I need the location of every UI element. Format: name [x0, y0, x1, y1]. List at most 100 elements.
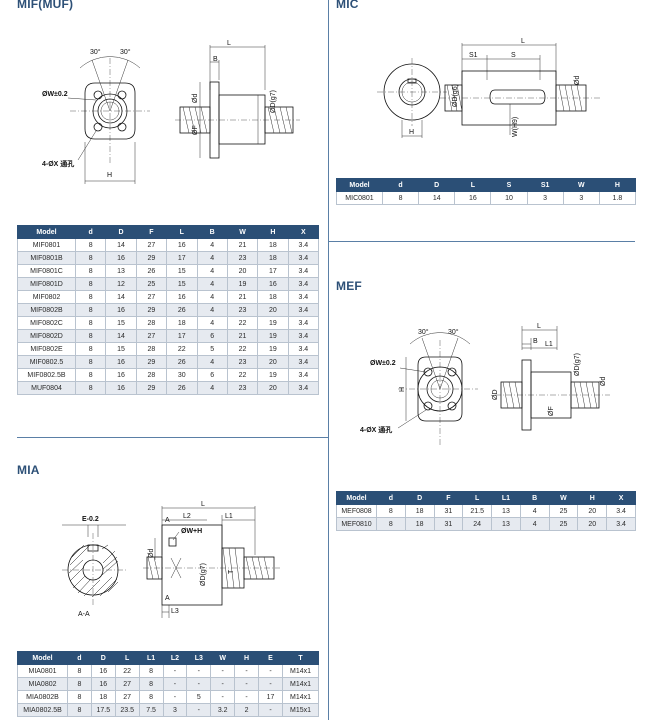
mef-col-header: D: [404, 491, 435, 505]
value-cell: 18: [404, 504, 435, 518]
mef-col-header: d: [376, 491, 406, 505]
value-cell: 28: [135, 368, 168, 382]
mef-flange-dia-label: ØF: [548, 406, 555, 416]
section-title-mic: MIC: [336, 0, 359, 11]
value-cell: 18: [90, 690, 116, 704]
mia-section-label: A-A: [78, 611, 90, 618]
mia-col-header: E: [258, 651, 283, 665]
value-cell: 8: [74, 290, 107, 304]
mef-col-header: F: [433, 491, 464, 505]
mia-section-view-drawing: E-0.2 A-A: [62, 516, 126, 618]
value-cell: -: [210, 690, 236, 704]
value-cell: 4: [196, 316, 228, 330]
value-cell: 23: [226, 303, 259, 317]
value-cell: 3.2: [210, 703, 236, 717]
mia-col-header: L2: [162, 651, 188, 665]
value-cell: 20: [226, 264, 259, 278]
mef-col-header: X: [606, 491, 636, 505]
value-cell: 17: [166, 251, 198, 265]
value-cell: 8: [138, 690, 164, 704]
mif-col-header: H: [257, 225, 289, 239]
value-cell: 8: [67, 690, 92, 704]
mic-slot-label: S: [511, 52, 516, 59]
model-cell: MIF0801C: [17, 264, 76, 278]
value-cell: -: [186, 703, 212, 717]
model-cell: MIC0801: [336, 191, 383, 205]
value-cell: M14x1: [282, 690, 319, 704]
mic-side-view-drawing: L S1 S ØD(g6) Ød W(H9): [440, 38, 600, 137]
value-cell: 15: [166, 277, 198, 291]
value-cell: 20: [577, 517, 608, 531]
mef-screw-dia-label: Ød: [600, 377, 607, 386]
value-cell: 21: [226, 329, 259, 343]
value-cell: 16: [105, 368, 137, 382]
value-cell: M14x1: [282, 677, 319, 691]
model-cell: MEF0808: [336, 504, 377, 518]
value-cell: 3.4: [287, 329, 320, 343]
value-cell: 8: [74, 316, 107, 330]
value-cell: 14: [105, 329, 137, 343]
mic-col-header: S1: [526, 178, 564, 192]
mef-angle-left-label: 30°: [418, 328, 429, 336]
mef-angle-right-label: 30°: [448, 328, 459, 336]
value-cell: 8: [138, 664, 164, 678]
value-cell: 26: [166, 381, 198, 395]
mif-flange-dia-label: ØF: [192, 125, 199, 135]
mef-pcd-label: ØW±0.2: [370, 360, 396, 367]
mic-outer-dia-label: ØD(g6): [452, 84, 459, 107]
mia-col-header: W: [210, 651, 236, 665]
value-cell: 18: [257, 238, 289, 252]
value-cell: 17: [257, 264, 289, 278]
value-cell: 18: [257, 290, 289, 304]
value-cell: 19: [257, 368, 289, 382]
value-cell: 22: [166, 342, 198, 356]
value-cell: 8: [74, 368, 107, 382]
value-cell: 2: [234, 703, 259, 717]
mia-col-header: D: [90, 651, 116, 665]
mia-col-header: Model: [17, 651, 68, 665]
model-cell: MIF0802D: [17, 329, 76, 343]
value-cell: 5: [196, 342, 228, 356]
value-cell: 19: [257, 329, 289, 343]
mef-col-header: L: [462, 491, 493, 505]
value-cell: 4: [196, 303, 228, 317]
value-cell: 14: [105, 238, 137, 252]
mif-screw-dia-label: Ød: [192, 94, 199, 103]
value-cell: 26: [135, 264, 168, 278]
mia-col-header: L: [114, 651, 140, 665]
mef-front-view-drawing: 30° 30° ØW±0.2 4-ØX 通孔 H: [360, 328, 478, 445]
value-cell: 8: [74, 329, 107, 343]
value-cell: 27: [114, 677, 140, 691]
mic-length-label: L: [521, 38, 525, 45]
value-cell: 27: [135, 290, 168, 304]
mif-side-view-drawing: L B ØD(g7) ØF Ød: [175, 40, 300, 159]
mef-length-label: L: [537, 323, 541, 330]
value-cell: 16: [166, 290, 198, 304]
value-cell: 29: [135, 355, 168, 369]
mif-length-label: L: [227, 40, 231, 47]
value-cell: 13: [491, 504, 521, 518]
value-cell: 8: [381, 191, 420, 205]
mif-col-header: Model: [17, 225, 76, 239]
mif-col-header: W: [226, 225, 259, 239]
mic-col-header: D: [418, 178, 456, 192]
model-cell: MIA0801: [17, 664, 68, 678]
mic-width-label: W(H9): [512, 117, 519, 137]
model-cell: MIF0801B: [17, 251, 76, 265]
value-cell: -: [234, 677, 259, 691]
mef-height-label: H: [399, 387, 406, 392]
value-cell: 16: [105, 381, 137, 395]
value-cell: 16: [90, 677, 116, 691]
mia-table-header: Model d D L L1 L2 L3 W H E T: [17, 651, 319, 665]
value-cell: 31: [433, 517, 464, 531]
mif-front-view-drawing: 30° 30° ØW±0.2 4-ØX 通孔 H: [42, 48, 150, 184]
mia-col-header: L3: [186, 651, 212, 665]
value-cell: 23: [226, 355, 259, 369]
